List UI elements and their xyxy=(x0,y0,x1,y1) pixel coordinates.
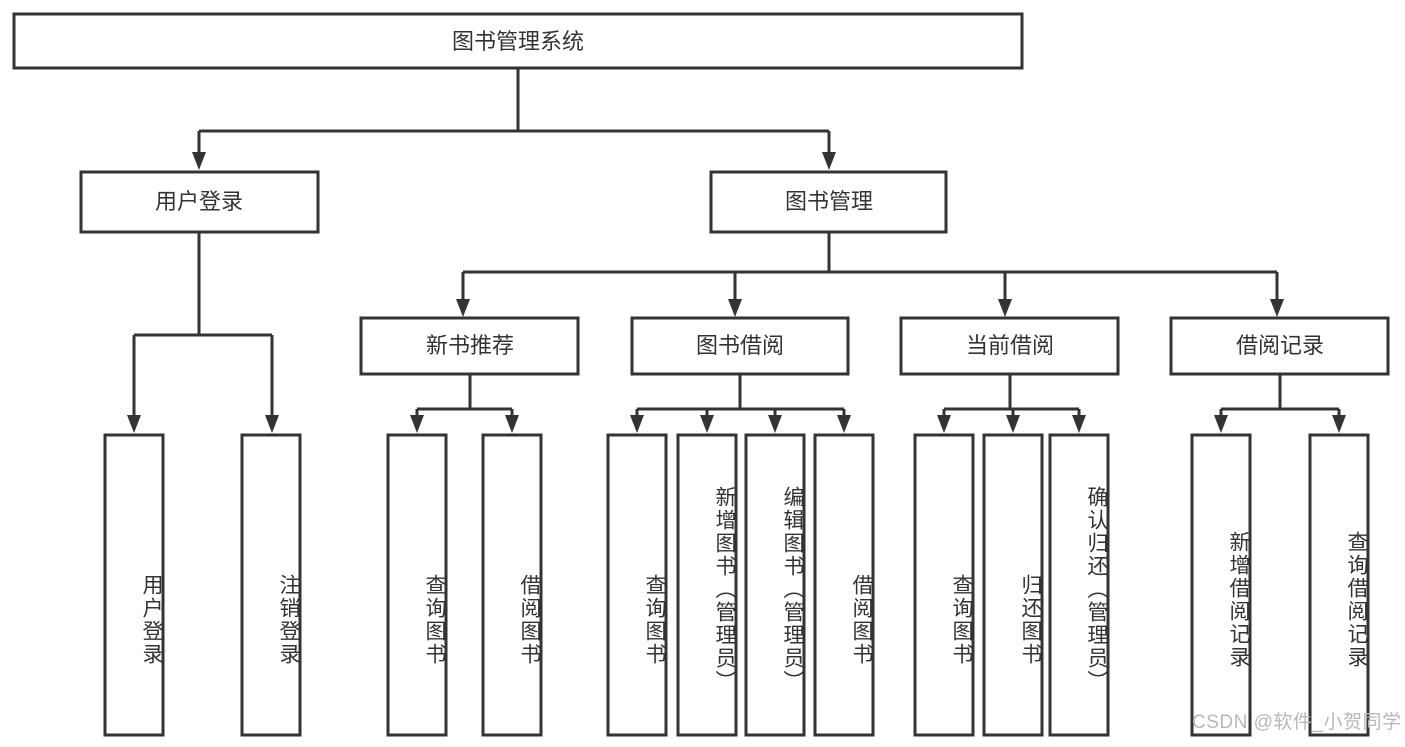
leaf-box-logout[interactable] xyxy=(240,433,302,737)
leaf-box-return-book[interactable] xyxy=(982,433,1044,737)
arrowhead-leaf-edit-book xyxy=(768,415,782,433)
connector-group-user-login xyxy=(127,232,279,433)
node-current-borrow-box[interactable] xyxy=(899,316,1120,376)
node-user-login-box[interactable] xyxy=(79,170,320,234)
connector-group-book-manage xyxy=(456,232,1284,317)
arrowhead-leaf-add-book xyxy=(700,415,714,433)
node-book-borrow[interactable]: 图书借阅 xyxy=(630,316,850,376)
arrowhead-leaf-query-record xyxy=(1332,415,1346,433)
arrowhead-book-borrow xyxy=(728,299,742,317)
node-borrow-record-label: 借阅记录 xyxy=(1236,333,1324,358)
leaf-box-query-book-2[interactable] xyxy=(606,433,668,737)
node-root-label: 图书管理系统 xyxy=(452,29,584,54)
arrowhead-new-book-rec xyxy=(456,299,470,317)
arrowhead-leaf-logout xyxy=(265,415,279,433)
leaf-box-confirm-return[interactable] xyxy=(1048,433,1110,737)
arrowhead-leaf-query-book-2 xyxy=(630,415,644,433)
leaf-box-edit-book[interactable] xyxy=(744,433,806,737)
arrowhead-leaf-query-book-3 xyxy=(937,415,951,433)
connector-group-current-borrow xyxy=(937,374,1086,433)
node-book-borrow-box[interactable] xyxy=(630,316,850,376)
leaf-box-query-record[interactable] xyxy=(1308,433,1370,737)
arrowhead-leaf-confirm-return xyxy=(1072,415,1086,433)
node-book-borrow-label: 图书借阅 xyxy=(696,333,784,358)
leaf-box-add-record[interactable] xyxy=(1190,433,1252,737)
connector-group-book-borrow xyxy=(630,374,851,433)
node-user-login-label: 用户登录 xyxy=(155,189,243,214)
node-user-login[interactable]: 用户登录 xyxy=(79,170,320,234)
node-new-book-rec-box[interactable] xyxy=(359,316,580,376)
connector-group-borrow-record xyxy=(1214,374,1346,433)
node-current-borrow-label: 当前借阅 xyxy=(966,333,1054,358)
node-borrow-record-box[interactable] xyxy=(1169,316,1390,376)
node-borrow-record[interactable]: 借阅记录 xyxy=(1169,316,1390,376)
leaf-box-query-book-3[interactable] xyxy=(913,433,975,737)
connector-group-root xyxy=(192,68,836,170)
leaf-boxes xyxy=(103,433,1370,737)
arrowhead-leaf-user-login xyxy=(127,415,141,433)
arrowhead-leaf-borrow-book-2 xyxy=(837,415,851,433)
leaf-box-user-login[interactable] xyxy=(103,433,165,737)
arrowhead-current-borrow xyxy=(998,299,1012,317)
arrowhead-user-login xyxy=(192,152,206,170)
leaf-box-add-book[interactable] xyxy=(676,433,738,737)
leaf-box-borrow-book-2[interactable] xyxy=(813,433,875,737)
node-book-manage-label: 图书管理 xyxy=(785,189,873,214)
node-root-box[interactable] xyxy=(12,12,1024,70)
arrowhead-leaf-add-record xyxy=(1214,415,1228,433)
connector-group-new-book-rec xyxy=(410,374,519,433)
leaf-box-query-book-1[interactable] xyxy=(386,433,448,737)
node-new-book-rec[interactable]: 新书推荐 xyxy=(359,316,580,376)
arrowhead-leaf-borrow-book-1 xyxy=(505,415,519,433)
node-book-manage-box[interactable] xyxy=(709,170,948,234)
node-new-book-rec-label: 新书推荐 xyxy=(426,333,514,358)
arrowhead-book-manage xyxy=(822,152,836,170)
node-book-manage[interactable]: 图书管理 xyxy=(709,170,948,234)
leaf-box-borrow-book-1[interactable] xyxy=(481,433,543,737)
watermark-text: CSDN @软件_小贺同学 xyxy=(1192,712,1402,733)
node-root[interactable]: 图书管理系统 xyxy=(12,12,1024,70)
arrowhead-borrow-record xyxy=(1270,299,1284,317)
arrowhead-leaf-return-book xyxy=(1006,415,1020,433)
arrowhead-leaf-query-book-1 xyxy=(410,415,424,433)
node-current-borrow[interactable]: 当前借阅 xyxy=(899,316,1120,376)
